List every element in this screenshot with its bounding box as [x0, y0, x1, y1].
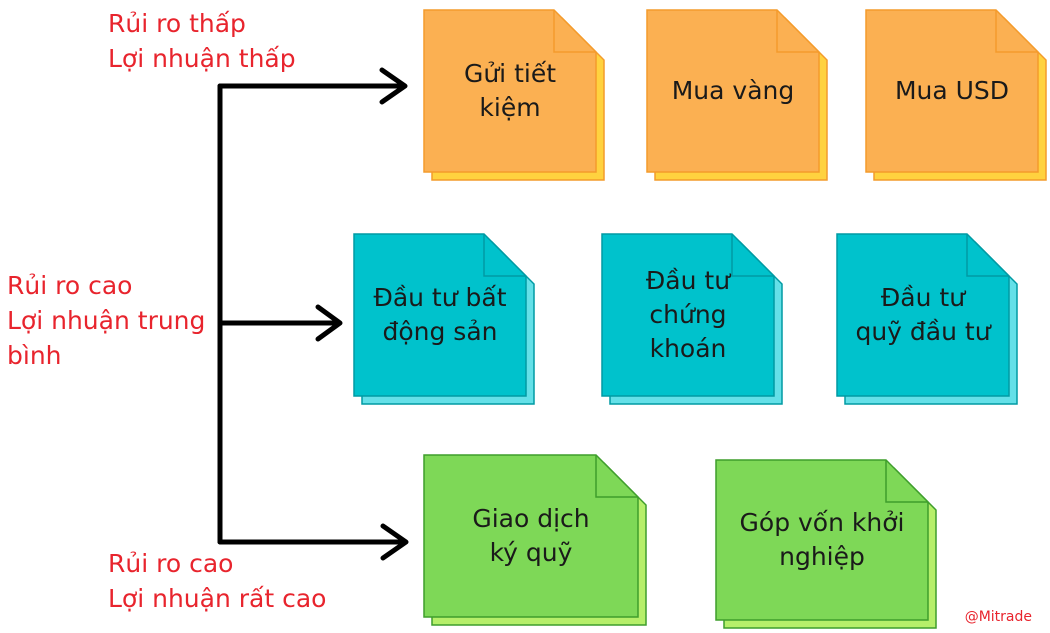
note-mua-vang: Mua vàng	[646, 9, 828, 181]
note-front-layer	[423, 454, 639, 618]
note-gui-tiet-kiem: Gửi tiết kiệm	[423, 9, 605, 181]
note-fold	[776, 10, 819, 53]
note-front-layer	[423, 9, 597, 173]
sticky-note-shape	[423, 9, 605, 181]
note-text: Mua vàng	[671, 76, 795, 105]
note-giao-dich-ky-quy: Giao dịch ký quỹ	[423, 454, 647, 626]
note-front-layer	[646, 9, 820, 173]
note-fold	[553, 10, 596, 53]
sticky-note-shape	[715, 459, 937, 629]
note-text: Đầu tư chứng khoán	[645, 266, 731, 363]
note-text: Gửi tiết kiệm	[463, 59, 557, 122]
sticky-note-shape	[353, 233, 535, 405]
note-text: Mua USD	[894, 76, 1010, 105]
label-medium-risk: Rủi ro cao Lợi nhuận trung bình	[7, 271, 206, 370]
sticky-note-shape	[836, 233, 1018, 405]
note-mua-usd: Mua USD	[865, 9, 1047, 181]
note-front-layer	[601, 233, 775, 397]
note-dau-tu-quy-dau-tu: Đầu tư quỹ đầu tư	[836, 233, 1018, 405]
note-text: Đầu tư quỹ đầu tư	[855, 283, 991, 346]
note-front-layer	[836, 233, 1010, 397]
note-dau-tu-chung-khoan: Đầu tư chứng khoán	[601, 233, 783, 405]
sticky-note-shape	[865, 9, 1047, 181]
note-fold	[995, 10, 1038, 53]
note-fold	[885, 460, 928, 503]
watermark: @Mitrade	[964, 609, 1032, 625]
arrowhead-low	[379, 67, 408, 105]
note-front-layer	[715, 459, 929, 621]
label-high-risk: Rủi ro cao Lợi nhuận rất cao	[108, 549, 327, 613]
sticky-note-shape	[646, 9, 828, 181]
note-fold	[595, 455, 638, 498]
note-gop-von-khoi-nghiep: Góp vốn khởi nghiệp	[715, 459, 937, 629]
note-front-layer	[865, 9, 1039, 173]
arrowhead-high	[380, 523, 409, 561]
note-text: Góp vốn khởi nghiệp	[739, 508, 905, 571]
note-text: Giao dịch ký quỹ	[472, 504, 590, 567]
sticky-note-shape	[601, 233, 783, 405]
sticky-note-shape	[423, 454, 647, 626]
note-fold	[966, 234, 1009, 277]
note-text: Đầu tư bất động sản	[373, 283, 507, 346]
arrowhead-medium	[315, 304, 343, 342]
note-fold	[731, 234, 774, 277]
note-dau-tu-bat-dong-san: Đầu tư bất động sản	[353, 233, 535, 405]
label-low-risk: Rủi ro thấp Lợi nhuận thấp	[108, 9, 296, 73]
note-front-layer	[353, 233, 527, 397]
note-fold	[483, 234, 526, 277]
